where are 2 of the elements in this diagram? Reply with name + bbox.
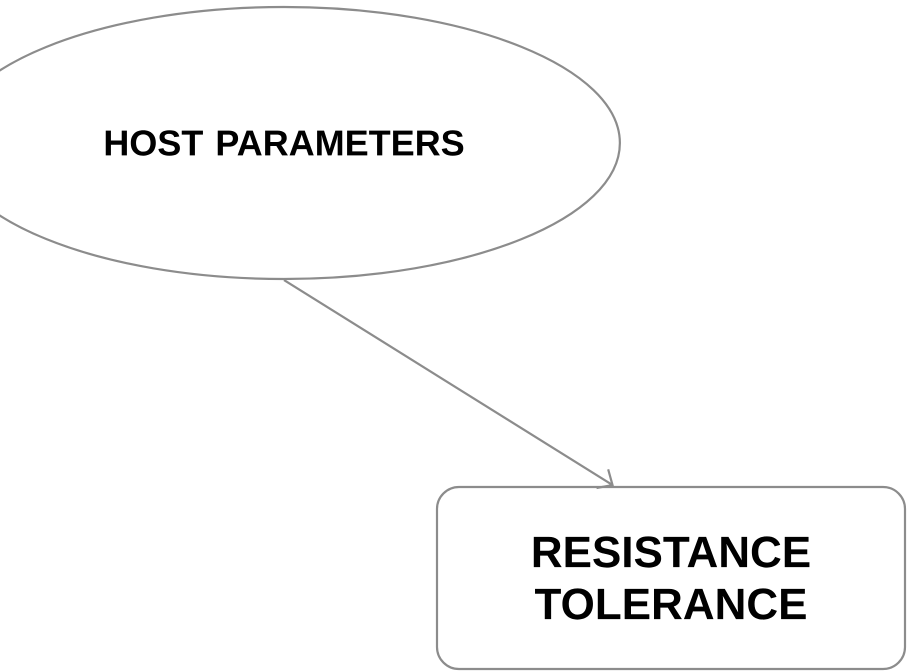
rounded-box: RESISTANCE TOLERANCE (436, 486, 906, 670)
arrow (283, 279, 614, 490)
